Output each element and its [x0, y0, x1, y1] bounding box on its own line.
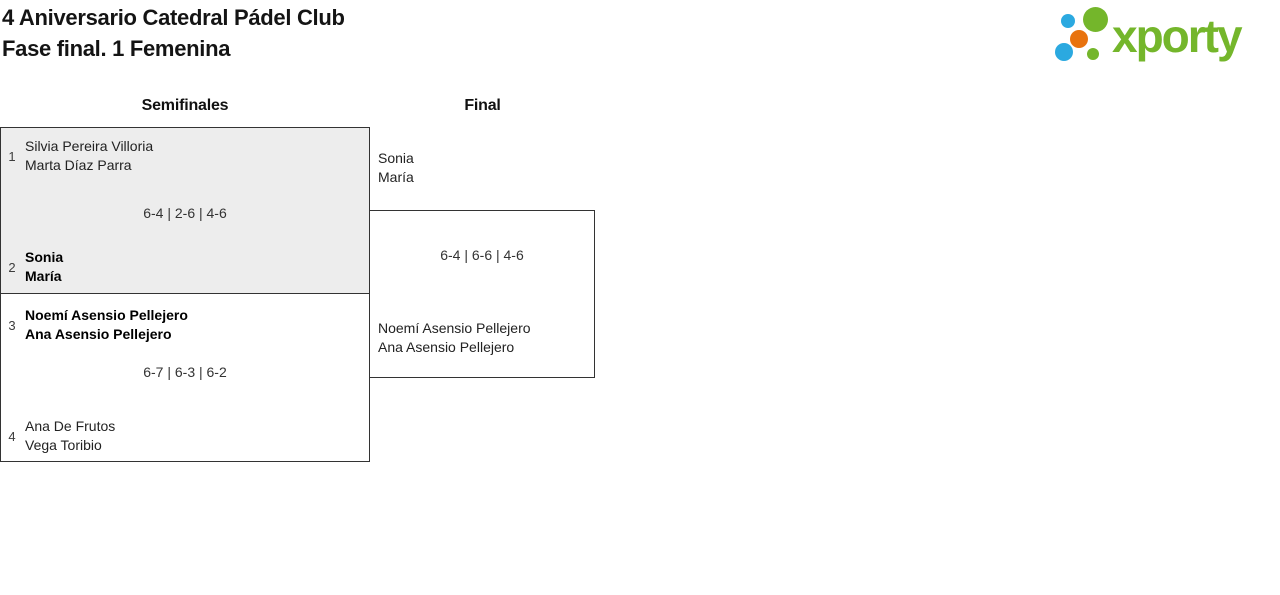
player-name: María — [25, 268, 62, 284]
match-score: 6-4 | 6-6 | 4-6 — [440, 247, 524, 263]
team-row: 2 Sonia María — [6, 248, 365, 286]
player-name: Ana Asensio Pellejero — [25, 326, 172, 342]
logo-wordmark: xporty — [1112, 10, 1243, 62]
logo-dot-icon — [1083, 7, 1108, 32]
player-name: Ana Asensio Pellejero — [378, 339, 515, 355]
logo-dot-icon — [1055, 43, 1073, 61]
match-score: 6-7 | 6-3 | 6-2 — [143, 364, 227, 380]
round-header-semifinals: Semifinales — [141, 97, 229, 114]
seed-number: 4 — [8, 428, 16, 444]
team-names-winner: Noemí Asensio Pellejero Ana Asensio Pell… — [25, 306, 188, 344]
player-name: Marta Díaz Parra — [25, 157, 132, 173]
player-name: Noemí Asensio Pellejero — [25, 307, 188, 323]
seed-number: 1 — [8, 148, 16, 164]
match-semifinal-2[interactable]: 3 Noemí Asensio Pellejero Ana Asensio Pe… — [0, 293, 370, 462]
player-name: Sonia — [378, 150, 414, 166]
seed-number: 3 — [8, 317, 16, 333]
seed-number: 2 — [8, 259, 16, 275]
player-name: María — [378, 169, 414, 185]
player-name: Ana De Frutos — [25, 418, 116, 434]
logo-dot-icon — [1087, 48, 1099, 60]
match-semifinal-1[interactable]: 1 Silvia Pereira Villoria Marta Díaz Par… — [0, 127, 370, 294]
match-score: 6-4 | 2-6 | 4-6 — [143, 205, 227, 221]
player-name: Noemí Asensio Pellejero — [378, 320, 531, 336]
player-name: Silvia Pereira Villoria — [25, 138, 154, 154]
page-title: 4 Aniversario Catedral Pádel Club Fase f… — [2, 2, 345, 64]
player-name: Vega Toribio — [25, 437, 102, 453]
final-team-top: Sonia María — [378, 149, 414, 187]
team-row: 3 Noemí Asensio Pellejero Ana Asensio Pe… — [6, 306, 365, 344]
team-row: 4 Ana De Frutos Vega Toribio — [6, 417, 365, 455]
round-header-final: Final — [464, 97, 501, 114]
tournament-name: 4 Aniversario Catedral Pádel Club — [2, 5, 345, 30]
logo-dot-icon — [1070, 30, 1088, 48]
final-team-bottom: Noemí Asensio Pellejero Ana Asensio Pell… — [378, 319, 531, 357]
team-names: Ana De Frutos Vega Toribio — [25, 417, 115, 455]
team-names: Silvia Pereira Villoria Marta Díaz Parra — [25, 137, 153, 175]
match-final[interactable]: 6-4 | 6-6 | 4-6 Noemí Asensio Pellejero … — [369, 210, 595, 378]
player-name: Sonia — [25, 249, 64, 265]
team-row: 1 Silvia Pereira Villoria Marta Díaz Par… — [6, 137, 365, 175]
logo-dot-icon — [1061, 14, 1075, 28]
team-names-winner: Sonia María — [25, 248, 63, 286]
phase-category: Fase final. 1 Femenina — [2, 36, 231, 61]
xporty-logo[interactable]: xporty — [1050, 5, 1280, 67]
